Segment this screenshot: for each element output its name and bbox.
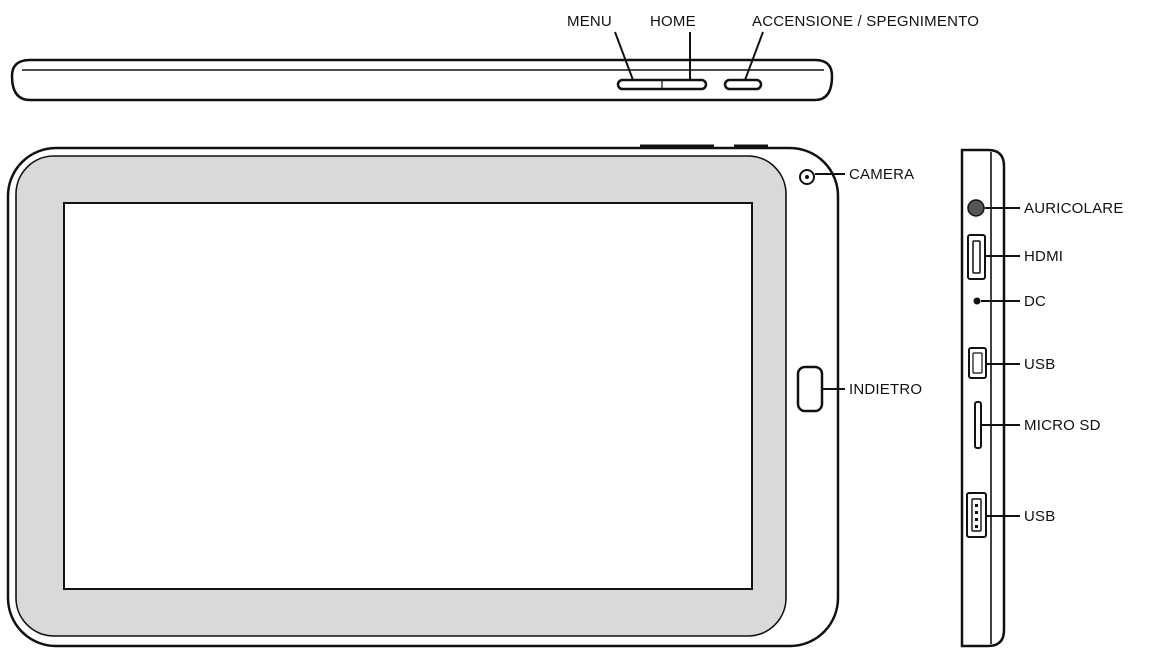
side-view (960, 148, 1006, 648)
top-callouts: MENU HOME ACCENSIONE / SPEGNIMENTO (567, 13, 979, 81)
usb-port-pins (975, 504, 978, 528)
menu-leader-line (614, 31, 634, 81)
dc-label: DC (1024, 293, 1046, 310)
headphone-jack (967, 199, 985, 217)
usb-port-inner (971, 498, 982, 532)
micro-sd-label: MICRO SD (1024, 417, 1101, 434)
camera-lens-center (805, 175, 809, 179)
mini-usb-port-inner (972, 352, 983, 374)
back-label: INDIETRO (849, 381, 922, 398)
home-label: HOME (650, 13, 696, 30)
power-button (723, 78, 763, 91)
power-label: ACCENSIONE / SPEGNIMENTO (752, 13, 979, 30)
front-callouts: CAMERA INDIETRO (815, 166, 922, 398)
dc-jack (973, 297, 981, 305)
hdmi-port-inner (972, 240, 981, 274)
mini-usb-label: USB (1024, 356, 1055, 373)
micro-sd-slot (974, 401, 982, 449)
menu-label: MENU (567, 13, 612, 30)
power-leader-line (744, 31, 764, 81)
side-edge-body (960, 148, 1006, 648)
camera-label: CAMERA (849, 166, 914, 183)
usb-label: USB (1024, 508, 1055, 525)
headphone-label: AURICOLARE (1024, 200, 1124, 217)
side-callouts: AURICOLARE HDMI DC USB MICRO SD USB (981, 200, 1124, 525)
hdmi-label: HDMI (1024, 248, 1063, 265)
back-button (796, 365, 824, 413)
top-edge-body (10, 58, 834, 102)
top-view (10, 58, 834, 102)
front-view (6, 144, 840, 648)
tablet-screen (63, 202, 753, 590)
